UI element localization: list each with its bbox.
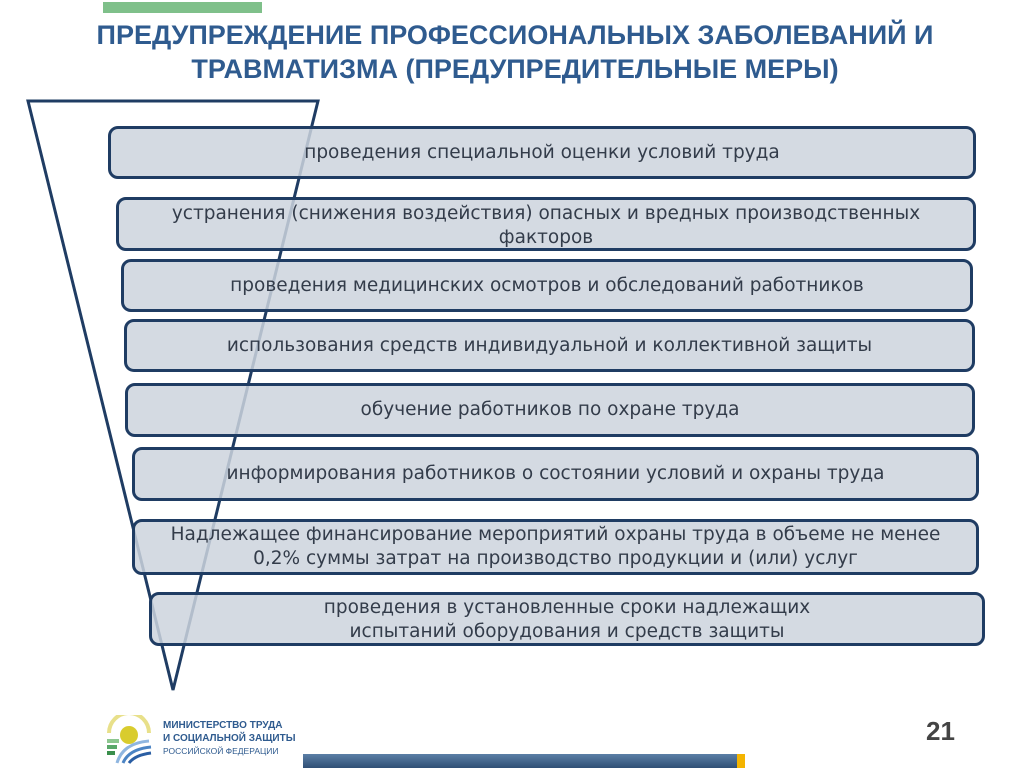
measure-box: проведения специальной оценки условий тр…	[108, 126, 976, 179]
bottom-bar	[303, 754, 737, 768]
measure-box: обучение работников по охране труда	[125, 383, 975, 437]
measure-text: проведения специальной оценки условий тр…	[304, 141, 780, 163]
measure-box: использования средств индивидуальной и к…	[124, 319, 975, 372]
measure-text: обучение работников по охране труда	[360, 399, 740, 420]
measure-box: проведения в установленные сроки надлежа…	[149, 592, 985, 646]
measure-text: информирования работников о состоянии ус…	[226, 463, 885, 484]
measure-text: проведения медицинских осмотров и обслед…	[230, 274, 864, 296]
ministry-logo-icon	[107, 715, 152, 764]
page-number: 21	[926, 716, 955, 746]
measure-box: устранения (снижения воздействия) опасны…	[116, 197, 976, 251]
title-line-1: ПРЕДУПРЕЖДЕНИЕ ПРОФЕССИОНАЛЬНЫХ ЗАБОЛЕВА…	[96, 20, 934, 50]
measure-text: проведения в установленные сроки надлежа…	[323, 597, 811, 642]
measure-box: информирования работников о состоянии ус…	[132, 447, 979, 501]
measure-box: Надлежащее финансирование мероприятий ох…	[132, 519, 979, 575]
slide-title: ПРЕДУПРЕЖДЕНИЕ ПРОФЕССИОНАЛЬНЫХ ЗАБОЛЕВА…	[40, 18, 990, 86]
ministry-line-1: МИНИСТЕРСТВО ТРУДА	[163, 720, 283, 731]
measure-text: Надлежащее финансирование мероприятий ох…	[170, 524, 941, 569]
measure-text: использования средств индивидуальной и к…	[226, 334, 873, 356]
measure-box: проведения медицинских осмотров и обслед…	[121, 259, 973, 312]
title-line-2: ТРАВМАТИЗМА (ПРЕДУПРЕДИТЕЛЬНЫЕ МЕРЫ)	[191, 54, 839, 84]
ministry-line-3: РОССИЙСКОЙ ФЕДЕРАЦИИ	[163, 746, 279, 756]
top-accent-bar	[103, 2, 262, 13]
bottom-accent	[737, 754, 745, 768]
ministry-line-2: И СОЦИАЛЬНОЙ ЗАЩИТЫ	[163, 733, 296, 744]
measure-text: устранения (снижения воздействия) опасны…	[171, 203, 921, 248]
ministry-name: МИНИСТЕРСТВО ТРУДА И СОЦИАЛЬНОЙ ЗАЩИТЫ Р…	[163, 719, 296, 758]
